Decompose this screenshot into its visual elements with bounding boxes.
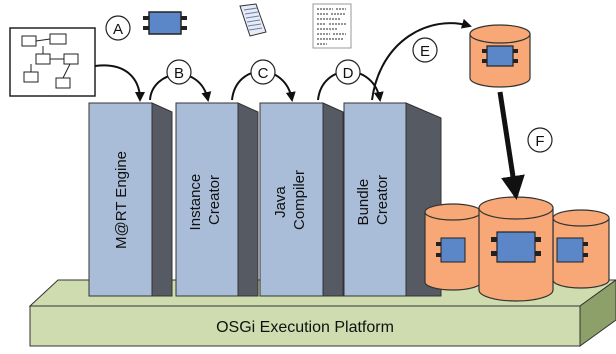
source-document-icon: [239, 3, 267, 37]
arrow-a: [94, 64, 145, 102]
deployed-bundle-left: [424, 203, 482, 291]
step-c: C: [250, 59, 276, 85]
component-label-java-compiler: Java Compiler: [272, 170, 308, 230]
svg-text:C: C: [258, 65, 269, 82]
deployed-bundle-center: [478, 196, 554, 302]
bytecode-document-icon: [312, 3, 352, 49]
component-m-at-rt-engine: M@RT Engine: [88, 102, 173, 297]
component-label-bundle-creator: Bundle Creator: [355, 175, 391, 226]
step-a: A: [105, 15, 131, 41]
component-instance-icon: [143, 11, 187, 35]
arrow-f: [497, 91, 525, 200]
svg-text:A: A: [113, 21, 123, 38]
svg-text:F: F: [535, 133, 544, 150]
step-d: D: [335, 59, 361, 85]
step-f: F: [527, 127, 553, 153]
step-b: B: [166, 59, 192, 85]
platform-label: OSGi Execution Platform: [216, 319, 394, 336]
deployed-bundle-right: [552, 209, 610, 289]
component-bundle-creator: Bundle Creator: [343, 102, 442, 297]
step-e: E: [412, 37, 438, 63]
platform-side: [579, 279, 616, 347]
model-diagram-icon: [9, 27, 96, 97]
svg-text:B: B: [174, 65, 184, 82]
component-label-m-at-rt-engine: M@RT Engine: [113, 151, 130, 249]
component-java-compiler: Java Compiler: [259, 102, 344, 297]
svg-text:D: D: [343, 65, 354, 82]
arrow-e: [371, 18, 472, 101]
platform-front: [29, 305, 581, 347]
svg-text:E: E: [420, 43, 430, 60]
component-instance-creator: Instance Creator: [175, 102, 259, 297]
bundle-cylinder-icon: [469, 24, 531, 88]
component-label-instance-creator: Instance Creator: [187, 170, 223, 231]
